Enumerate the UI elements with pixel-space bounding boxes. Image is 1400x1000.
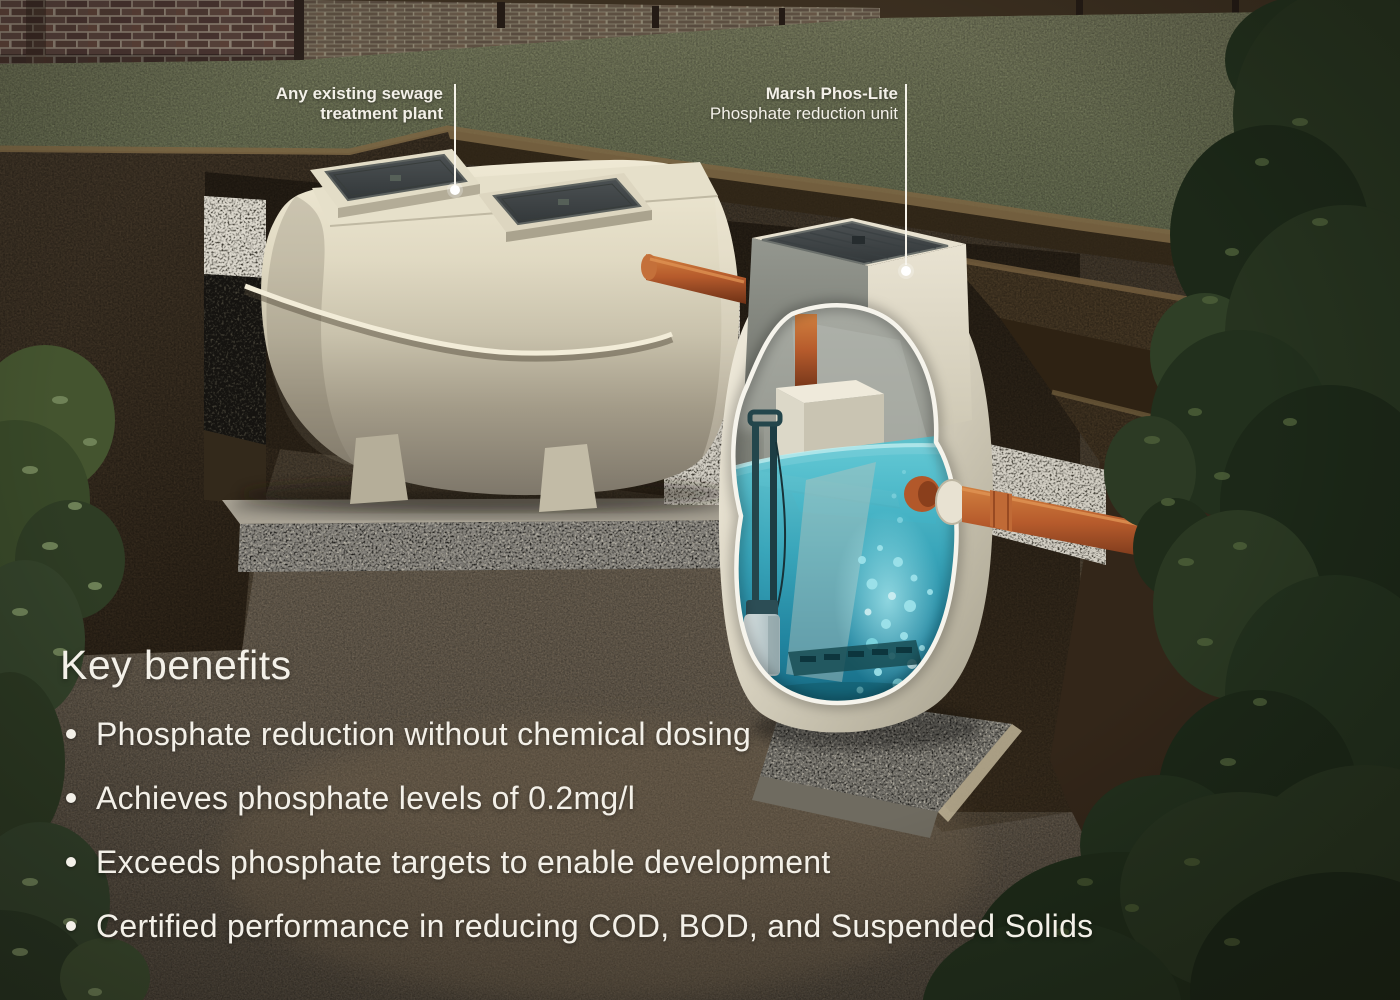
key-benefits-heading: Key benefits xyxy=(60,642,292,688)
benefit-text: Exceeds phosphate targets to enable deve… xyxy=(96,844,831,880)
benefit-item: Certified performance in reducing COD, B… xyxy=(60,907,1310,945)
bullet-dot xyxy=(66,921,76,931)
callout-phos-lite-descriptor: Phosphate reduction unit xyxy=(709,104,898,123)
benefit-text: Achieves phosphate levels of 0.2mg/l xyxy=(96,780,636,816)
leader-dot-plant xyxy=(450,185,460,195)
callout-existing-plant-line1: Any existing sewage xyxy=(275,84,443,103)
callout-phos-lite-name: Marsh Phos-Lite xyxy=(765,84,898,103)
benefit-item: Achieves phosphate levels of 0.2mg/l xyxy=(60,779,1310,817)
bullet-dot xyxy=(66,857,76,867)
leader-dot-unit xyxy=(901,266,911,276)
callout-existing-plant: Any existing sewage treatment plant xyxy=(276,84,443,124)
callout-existing-plant-line2: treatment plant xyxy=(320,104,443,123)
benefit-text: Phosphate reduction without chemical dos… xyxy=(96,716,752,752)
key-benefits-panel: Key benefits Phosphate reduction without… xyxy=(60,642,1310,971)
benefit-item: Phosphate reduction without chemical dos… xyxy=(60,715,1310,753)
key-benefits-list: Phosphate reduction without chemical dos… xyxy=(60,715,1310,945)
callout-leader-lines xyxy=(447,84,914,279)
benefit-item: Exceeds phosphate targets to enable deve… xyxy=(60,843,1310,881)
bullet-dot xyxy=(66,793,76,803)
bullet-dot xyxy=(66,729,76,739)
callout-phos-lite: Marsh Phos-Lite Phosphate reduction unit xyxy=(710,84,898,124)
benefit-text: Certified performance in reducing COD, B… xyxy=(96,908,1094,944)
